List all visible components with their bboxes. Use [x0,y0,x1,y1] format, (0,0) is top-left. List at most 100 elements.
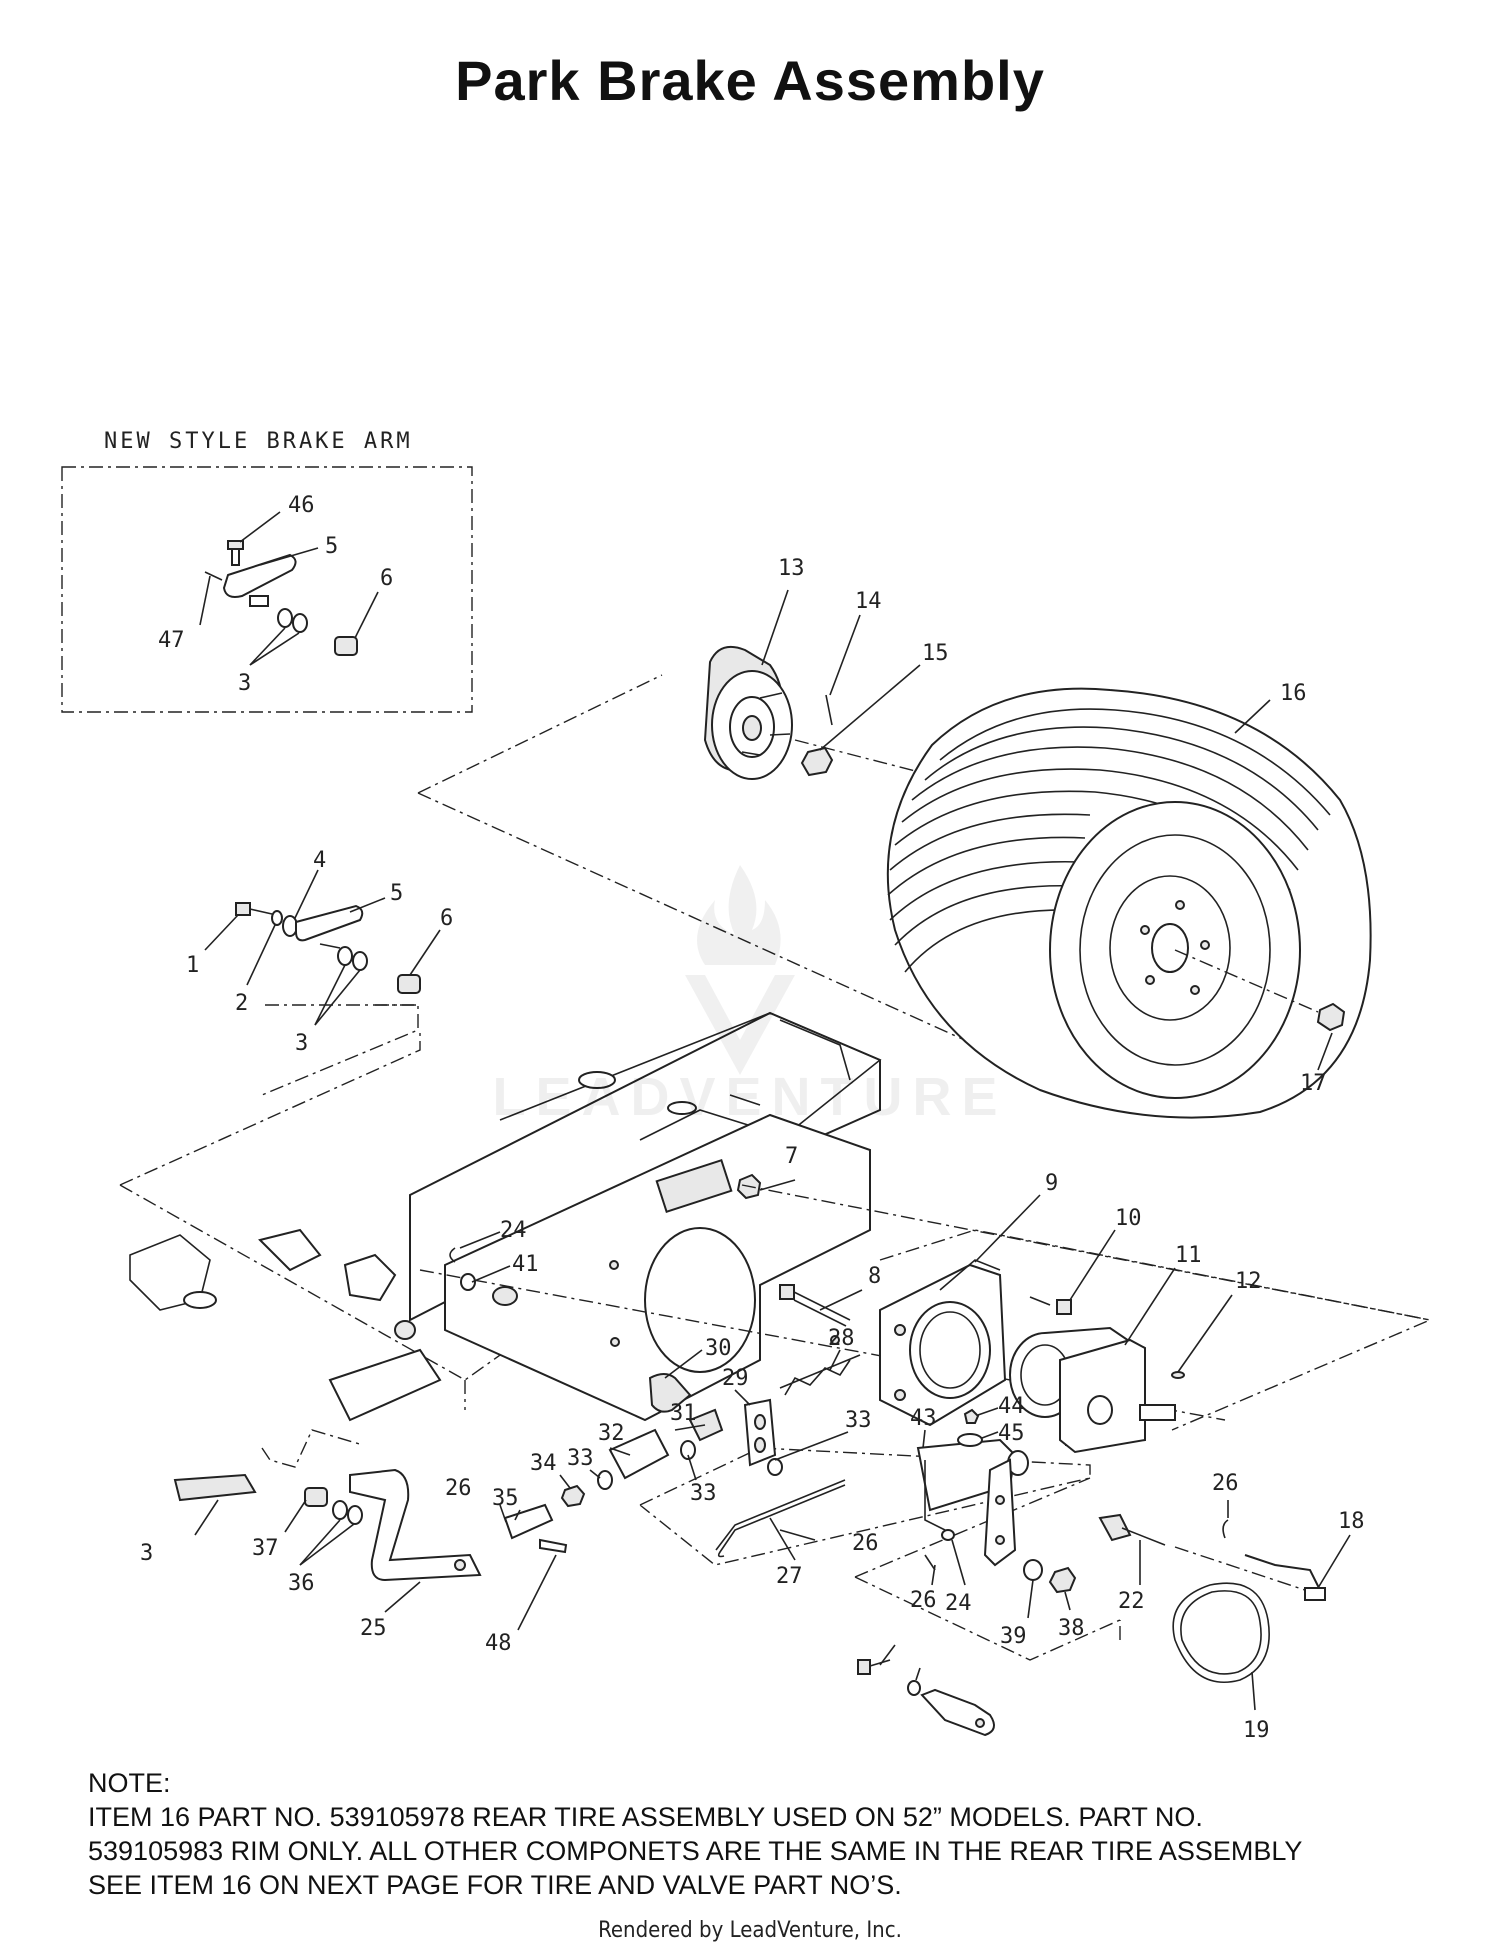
rod-27 [717,1484,846,1558]
footer-rendered-by: Rendered by LeadVenture, Inc. [598,1918,902,1943]
callout-3: 3 [295,1031,308,1056]
pin-21 [1098,1513,1132,1542]
lock-washer-2 [271,910,283,926]
bolt-25 [857,1659,871,1675]
nut-22 [1048,1566,1077,1594]
bolt-1 [235,902,251,916]
cotter-pin-14 [825,694,833,726]
callout-9: 9 [1045,1171,1058,1196]
callout-17: 17 [1300,1071,1327,1096]
callout-29: 29 [722,1366,749,1391]
callout-28: 28 [828,1326,855,1351]
callout-31: 31 [670,1401,697,1426]
callout-3-pedal: 36 [288,1571,315,1596]
pin-36 [539,1538,568,1554]
callout-15: 15 [922,641,949,666]
callout-36: 48 [485,1631,512,1656]
callout-6-inset: 6 [380,566,393,591]
callout-3-inset: 3 [238,671,251,696]
pedal-arm-37 [349,1468,482,1582]
callout-46: 46 [288,493,315,518]
callout-14: 14 [855,589,882,614]
brake-band-19 [1172,1582,1270,1684]
callout-18: 18 [1338,1509,1365,1534]
key-12 [1171,1371,1185,1379]
clevis-35 [503,1503,554,1540]
callout-24-low: 24 [945,1591,972,1616]
callout-26-left: 26 [445,1476,472,1501]
washer-3-pedal-a [332,1500,348,1520]
note-heading: NOTE: [88,1768,171,1798]
callout-13: 13 [778,556,805,581]
callout-23: 39 [1000,1624,1027,1649]
washer-3-inset-a [277,608,293,628]
washer-3-pedal-b [347,1505,363,1525]
hub-and-tire-group: 13 14 15 16 17 [417,556,1372,1119]
bolt-44 [963,1408,980,1424]
linkage-group: 30 28 29 31 32 33 33 33 34 35 26 26 27 [445,1326,1091,1589]
castle-nut-15 [800,746,834,777]
washer-33-c [767,1458,783,1476]
note-line-2: 539105983 RIM ONLY. ALL OTHER COMPONETS … [88,1836,1303,1866]
pedal-pad-39 [173,1473,257,1502]
bushing-38 [304,1487,328,1507]
transmission-mount-group: 9 10 11 12 8 [779,1171,1433,1454]
brake-arm-group: 1 2 4 5 6 3 [186,848,453,1096]
page-title: Park Brake Assembly [455,49,1045,112]
washer-3-b [352,951,368,971]
lug-nut-17 [1316,1002,1346,1032]
callout-19: 19 [1243,1718,1270,1743]
support-bracket [920,1688,995,1737]
clip-24 [449,1247,456,1263]
callout-5: 5 [390,881,403,906]
lower-support-group [857,1644,995,1737]
washer-3-a [337,946,353,966]
callout-22: 38 [1058,1616,1085,1641]
callout-39: 3 [140,1541,153,1566]
washer-41 [460,1273,476,1291]
washer-33-a [680,1440,696,1460]
callout-24-top: 24 [500,1218,527,1243]
washer-23 [1023,1559,1043,1581]
callout-37: 25 [360,1616,387,1641]
brake-band-group: 26 18 19 [1172,1471,1365,1743]
frame-cutout [644,1227,756,1373]
note-line-1: ITEM 16 PART NO. 539105978 REAR TIRE ASS… [88,1802,1203,1832]
inset-title: NEW STYLE BRAKE ARM [104,429,413,454]
callout-27: 27 [776,1564,803,1589]
washer-4 [282,915,298,937]
clip-24-b [941,1529,955,1541]
pin-26-c [1222,1519,1229,1539]
callout-21: 22 [1118,1589,1145,1614]
callout-47: 47 [158,628,185,653]
pin-26 [499,1504,507,1523]
spacer-30 [648,1373,692,1413]
callout-43: 43 [910,1406,937,1431]
bushing-6 [397,974,421,994]
note-line-3: SEE ITEM 16 ON NEXT PAGE FOR TIRE AND VA… [88,1870,902,1900]
washer-48 [907,1680,921,1696]
brake-arm-5-inset [222,553,297,598]
bushing-6-inset [334,636,358,656]
inset-border [61,466,473,713]
nut-34 [560,1484,586,1508]
callout-16: 16 [1280,681,1307,706]
callout-8: 8 [868,1264,881,1289]
rod-28 [779,1354,861,1389]
callout-33-a: 33 [690,1481,717,1506]
callout-34: 34 [530,1451,557,1476]
bracket-29 [743,1398,777,1467]
callout-30: 30 [705,1336,732,1361]
callout-10: 10 [1115,1206,1142,1231]
callout-26-mid: 26 [852,1531,879,1556]
pin-47 [204,571,223,581]
callout-12: 12 [1235,1269,1262,1294]
pin-26-b [924,1554,936,1571]
callout-38: 37 [252,1536,279,1561]
callout-41: 41 [512,1252,539,1277]
chassis-frame: 7 24 41 [119,1011,1431,1422]
callout-2: 2 [235,991,248,1016]
callout-35: 35 [492,1486,519,1511]
callout-26-low: 26 [910,1588,937,1613]
